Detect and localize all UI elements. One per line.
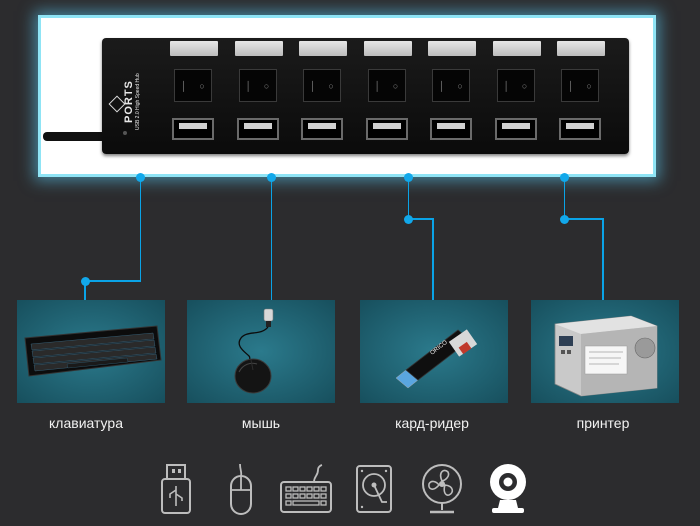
- hub-brand: PORTS: [123, 80, 135, 124]
- hub-cable: [43, 132, 107, 141]
- switch-on-icon: │: [374, 80, 381, 91]
- connector-line: [84, 280, 141, 282]
- usb-port-tongue: [372, 123, 401, 129]
- switch-off-icon: ○: [199, 80, 205, 91]
- switch-off-icon: ○: [457, 80, 463, 91]
- port-led: [492, 41, 541, 56]
- hub-label: PORTS USB 2.0 High Speed Hub: [108, 62, 144, 142]
- fan-icon: [422, 464, 462, 514]
- connector-line: [407, 176, 409, 219]
- device-label-keyboard: клавиатура: [49, 415, 123, 431]
- usb-port: [172, 118, 214, 140]
- switch-on-icon: │: [439, 80, 445, 91]
- switch-off-icon: ○: [392, 80, 399, 91]
- connector-node: [135, 172, 145, 182]
- usb-hub-frame: PORTS USB 2.0 High Speed Hub │○│○│○│○│○│…: [38, 15, 656, 177]
- connector-line: [602, 218, 604, 300]
- port-power-switch: │○: [496, 69, 535, 102]
- device-label-card-reader: кард-ридер: [395, 415, 469, 431]
- connector-line: [139, 176, 141, 282]
- switch-off-icon: ○: [521, 80, 528, 91]
- switch-on-icon: │: [181, 80, 187, 91]
- device-label-mouse: мышь: [241, 415, 281, 431]
- port-power-switch: │○: [367, 69, 406, 102]
- usb-port-tongue: [243, 123, 272, 129]
- port-led: [363, 41, 412, 56]
- device-card-printer: [531, 300, 679, 403]
- usb-port: [301, 118, 343, 140]
- hub-port: │○: [297, 38, 349, 154]
- hub-port: │○: [168, 38, 220, 154]
- device-card-card-reader: ORICO: [360, 300, 508, 403]
- keyboard-icon: [280, 464, 332, 513]
- hard-drive-icon: [356, 465, 392, 513]
- connector-node: [559, 214, 569, 224]
- port-led: [234, 41, 283, 56]
- connector-line: [407, 218, 434, 220]
- usb-port-tongue: [179, 123, 207, 129]
- port-power-switch: │○: [432, 69, 470, 102]
- keyboard-image: [24, 325, 162, 377]
- usb-port-tongue: [501, 123, 530, 129]
- device-card-keyboard: [17, 300, 165, 403]
- connector-node: [403, 172, 413, 182]
- switch-off-icon: ○: [263, 80, 270, 91]
- connector-line: [84, 280, 86, 300]
- usb-port: [236, 118, 279, 140]
- hub-port: │○: [491, 38, 543, 154]
- mouse-image: [234, 308, 274, 394]
- port-power-switch: │○: [303, 69, 341, 102]
- switch-on-icon: │: [503, 80, 510, 91]
- hub-port: │○: [233, 38, 285, 154]
- switch-off-icon: ○: [328, 80, 334, 91]
- port-led: [557, 41, 605, 56]
- usb-port: [559, 118, 601, 140]
- usb-flash-drive-icon: [161, 464, 191, 514]
- usb-port: [430, 118, 472, 140]
- port-power-switch: │○: [174, 69, 212, 102]
- printer-image: [554, 315, 658, 397]
- hub-power-led: [123, 131, 127, 135]
- switch-off-icon: ○: [586, 80, 592, 91]
- hub-port: │○: [426, 38, 478, 154]
- port-power-switch: │○: [561, 69, 599, 102]
- connector-node: [403, 214, 413, 224]
- connector-node: [80, 276, 90, 286]
- port-power-switch: │○: [238, 69, 277, 102]
- switch-on-icon: │: [568, 80, 574, 91]
- connector-line: [563, 218, 604, 220]
- connector-line: [432, 218, 434, 300]
- hub-port: │○: [362, 38, 414, 154]
- webcam-icon: [490, 464, 526, 513]
- connector-node: [266, 172, 276, 182]
- connector-line: [270, 176, 272, 300]
- port-led: [428, 41, 476, 56]
- usb-port: [365, 118, 408, 140]
- device-label-printer: принтер: [576, 415, 630, 431]
- usb-port-tongue: [308, 123, 336, 129]
- connector-node: [559, 172, 569, 182]
- device-card-mouse: [187, 300, 335, 403]
- usb-port: [494, 118, 537, 140]
- port-led: [170, 41, 218, 56]
- switch-on-icon: │: [245, 80, 252, 91]
- port-led: [299, 41, 347, 56]
- usb-hub: PORTS USB 2.0 High Speed Hub │○│○│○│○│○│…: [102, 38, 629, 154]
- connector-line: [563, 176, 565, 219]
- usb-port-tongue: [437, 123, 465, 129]
- hub-port: │○: [555, 38, 607, 154]
- mouse-icon: [230, 463, 252, 515]
- switch-on-icon: │: [310, 80, 316, 91]
- card-reader-image: ORICO: [395, 329, 478, 389]
- hub-model: USB 2.0 High Speed Hub: [135, 73, 141, 131]
- usb-port-tongue: [566, 123, 594, 129]
